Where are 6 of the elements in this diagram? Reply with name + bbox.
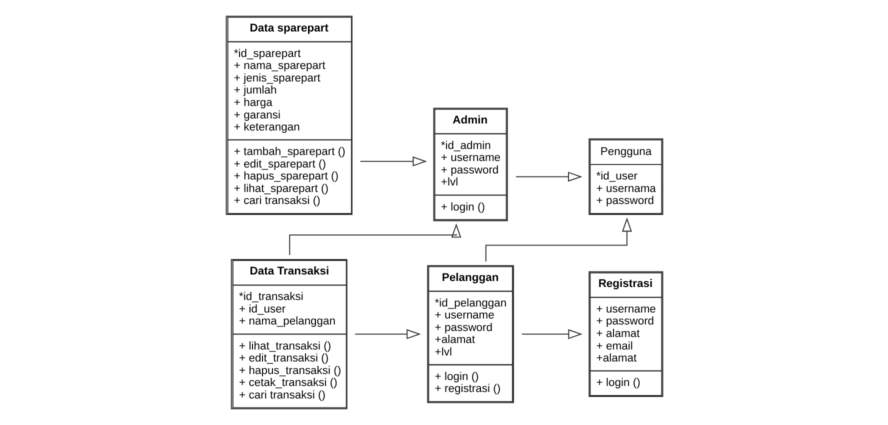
arrow: [521, 329, 582, 340]
arrow: [354, 329, 420, 340]
arrow: [360, 156, 426, 166]
arrow: [484, 217, 632, 262]
arrow: [515, 172, 582, 182]
arrow: [288, 223, 461, 256]
